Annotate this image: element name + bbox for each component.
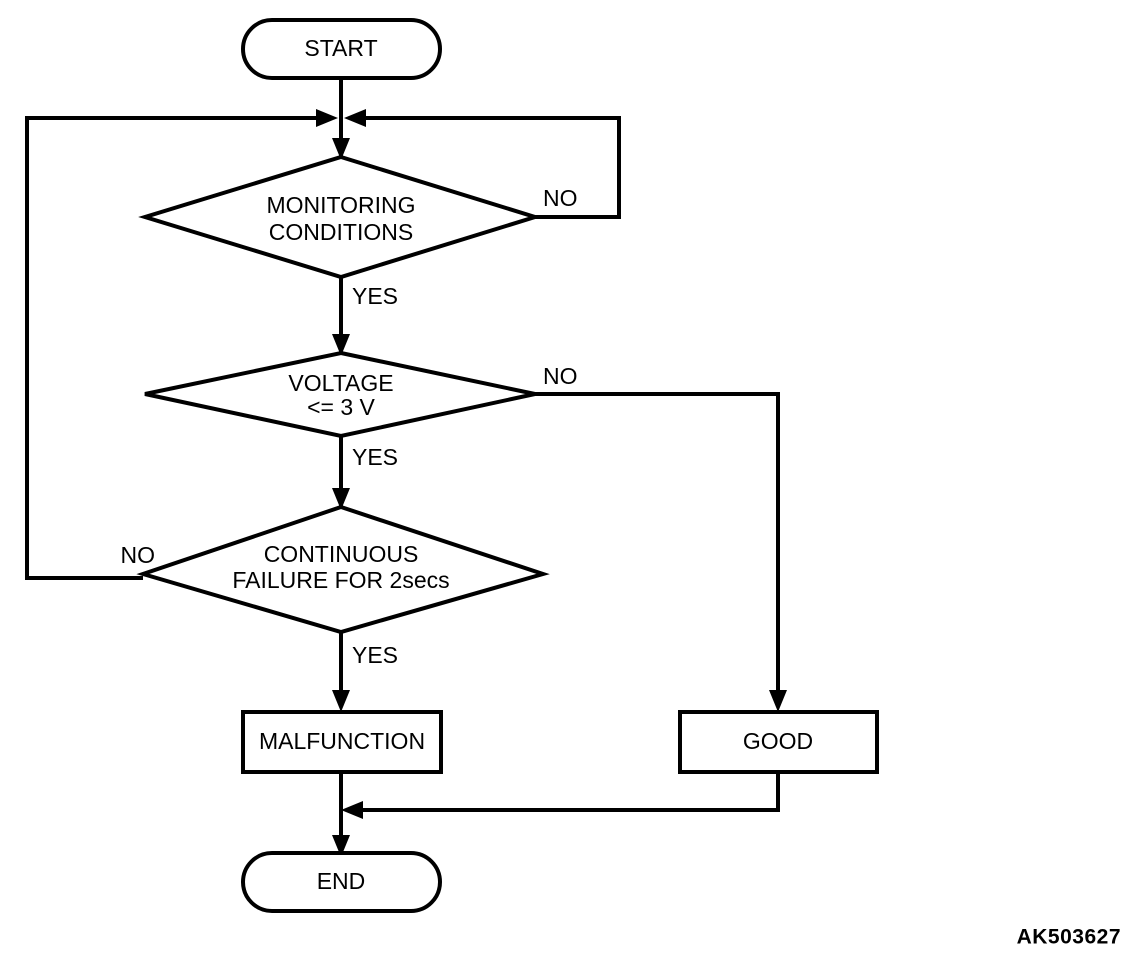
edge-label-voltage-yes: YES: [352, 444, 398, 470]
start-label: START: [304, 35, 377, 61]
good-label: GOOD: [743, 728, 813, 754]
voltage-decision-shape: [144, 350, 536, 439]
node-start: START: [241, 18, 442, 80]
figure-code-label: AK503627: [1017, 926, 1121, 949]
arrowhead-into-monitoring: [332, 138, 350, 160]
arrowhead-good-merge: [341, 801, 363, 819]
node-good: GOOD: [678, 710, 879, 774]
edge-label-continuous-yes: YES: [352, 642, 398, 668]
arrowhead-into-continuous: [332, 488, 350, 510]
arrowhead-loopback-left-into-junction: [316, 109, 338, 127]
arrowhead-into-end: [332, 835, 350, 857]
malfunction-label: MALFUNCTION: [259, 728, 425, 754]
arrowhead-into-malfunction: [332, 690, 350, 712]
good-shape: [678, 710, 879, 774]
connector-monitoring-no-loopback: [352, 116, 621, 219]
continuous-label-line2: FAILURE FOR 2secs: [232, 567, 449, 593]
voltage-label-line2: <= 3 V: [307, 394, 375, 420]
node-end: END: [241, 851, 442, 913]
monitoring-label-line2: CONDITIONS: [269, 219, 413, 245]
connector-voltage-no-to-good: [535, 392, 780, 700]
node-monitoring-conditions: MONITORING CONDITIONS: [138, 154, 542, 280]
edge-label-monitoring-yes: YES: [352, 283, 398, 309]
node-voltage: VOLTAGE <= 3 V: [144, 350, 536, 439]
voltage-label-line1: VOLTAGE: [288, 370, 393, 396]
continuous-label-line1: CONTINUOUS: [264, 541, 419, 567]
monitoring-label-line1: MONITORING: [266, 192, 415, 218]
arrowhead-loopback-right-into-junction: [344, 109, 366, 127]
arrowhead-into-voltage: [332, 334, 350, 356]
node-malfunction: MALFUNCTION: [241, 710, 443, 774]
edge-label-voltage-no: NO: [543, 363, 578, 389]
continuous-decision-shape: [136, 504, 550, 635]
start-shape: [241, 18, 442, 80]
end-label: END: [317, 868, 366, 894]
connector-good-to-end-merge: [353, 772, 780, 812]
arrowhead-into-good: [769, 690, 787, 712]
malfunction-shape: [241, 710, 443, 774]
connector-continuous-no-loopback: [25, 116, 330, 580]
node-continuous-failure: CONTINUOUS FAILURE FOR 2secs: [136, 504, 550, 635]
edge-label-continuous-no: NO: [121, 542, 156, 568]
monitoring-decision-shape: [138, 154, 542, 280]
end-shape: [241, 851, 442, 913]
edge-label-monitoring-no: NO: [543, 185, 578, 211]
